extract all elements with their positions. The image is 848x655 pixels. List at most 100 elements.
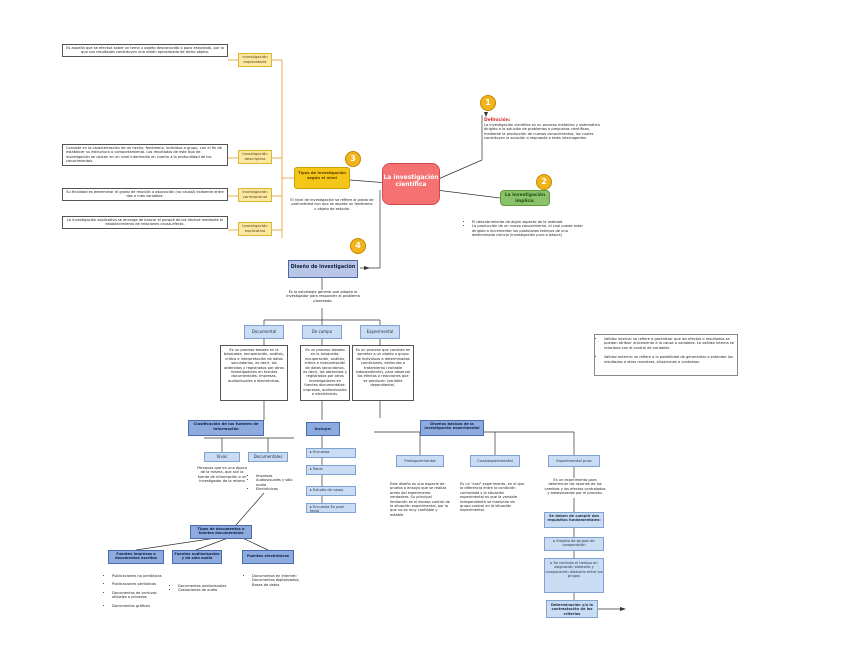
design-documental: Documental [244, 325, 284, 339]
design-experimental-label: Experimental [366, 329, 394, 334]
sources-documental-item: Impresas [256, 474, 300, 478]
descriptive-label: Investigación descriptiva [238, 150, 272, 164]
audiovisual-sources-title: Fuentes audiovisuales y de sólo audio [174, 552, 220, 561]
central-topic-label: La investigación científica [383, 174, 439, 188]
includes-item-label: Panel [312, 467, 323, 471]
equivalence-box: Determinación y/o la contrastación de lo… [546, 600, 598, 618]
descriptive-desc: Consiste en la caracterización de un hec… [62, 144, 228, 166]
types-by-level-title: Tipos de investigación según el nivel [298, 170, 346, 180]
exploratory-desc: Es aquella que se efectúa sobre un tema … [62, 44, 228, 57]
requirements-label: Se deben de cumplir dos requisitos funda… [547, 514, 601, 523]
implies-item: La producción de un nuevo conocimiento, … [472, 224, 586, 237]
badge-2: 2 [536, 174, 552, 190]
validity-item: Validez interna: se refiere a garantizar… [604, 337, 734, 350]
quasi-experimental-label: Cuasiexperimental [477, 458, 513, 463]
implies-item: El descubrimiento de algún aspecto de la… [472, 220, 586, 224]
printed-sources-list: Publicaciones no periódicas Publicacione… [106, 574, 168, 608]
explanatory-label-text: Investigación explicativa [242, 223, 268, 233]
descriptive-label-text: Investigación descriptiva [242, 151, 268, 161]
definition-block: Definición: La investigación científica … [484, 118, 606, 141]
sources-alive-label: Vivas [216, 454, 228, 459]
design-experimental: Experimental [360, 325, 400, 339]
quasi-experimental-desc: Es un "casi" experimento, en el que la d… [460, 482, 525, 513]
definition-title: Definición: [484, 118, 511, 123]
research-design-title: Diseño de investigación [290, 265, 356, 270]
includes-item-4: ▸ Encuesta Ex post facto [306, 503, 356, 513]
pure-experimental-label: Experimental puro [556, 458, 592, 463]
classification-box: Clasificación de las fuentes de informac… [188, 420, 264, 436]
correlational-label: Investigación correlacional [238, 188, 272, 202]
sources-documental-list: Impresas Audiovisuales y sólo audio Elec… [250, 474, 300, 492]
experimental-designs-box: Diseños básicos de la investigación expe… [420, 420, 484, 436]
pure-experimental-box: Experimental puro [548, 455, 600, 467]
sources-documental-item: Electrónicas [256, 487, 300, 491]
types-by-level-desc: El nivel de investigación se refiere al … [290, 198, 374, 211]
document-types-box: Tipos de documentos o fuentes documental… [190, 525, 252, 539]
design-de-campo: De campo [302, 325, 342, 339]
explanatory-label: Investigación explicativa [238, 222, 272, 236]
document-types-title: Tipos de documentos o fuentes documental… [197, 527, 245, 536]
pre-experimental-desc: Este diseño es una especie de prueba o e… [390, 482, 450, 517]
sources-documental: Documentales [248, 452, 288, 462]
includes-item-label: Estudio de casos [312, 488, 344, 492]
requirement-2: ▸ Se controla el tiempo en asignación al… [544, 558, 604, 593]
requirement-label: Empleo de grupos de comparación [556, 539, 595, 548]
research-design-desc: Es la estrategia general que adopta el i… [286, 290, 360, 303]
sources-documental-label: Documentales [253, 454, 283, 459]
pre-experimental-box: Preexperimental [396, 455, 444, 467]
classification-title: Clasificación de las fuentes de informac… [193, 421, 259, 431]
implies-list: El descubrimiento de algún aspecto de la… [466, 220, 586, 238]
implies-title: La investigación implica: [504, 193, 546, 204]
quasi-experimental-box: Cuasiexperimental [470, 455, 520, 467]
pre-experimental-label: Preexperimental [404, 458, 436, 463]
audiovisual-sources-list: Documentos audiovisuales Grabaciones de … [172, 584, 238, 593]
includes-title: Incluye: [314, 426, 332, 431]
includes-item-1: ▸ Encuesta [306, 448, 356, 458]
includes-item-2: ▸ Panel [306, 465, 356, 475]
types-by-level-box: Tipos de investigación según el nivel [294, 167, 350, 189]
implies-box: La investigación implica: [500, 190, 550, 206]
equivalence-label: Determinación y/o la contrastación de lo… [551, 603, 593, 616]
printed-sources-item: Documentos gráficos [112, 604, 168, 608]
includes-item-label: Encuesta Ex post facto [310, 505, 344, 514]
audiovisual-sources-item: Grabaciones de audio [178, 588, 238, 592]
requirement-label: Se controla el tiempo en asignación alea… [545, 561, 603, 579]
sources-documental-item: Audiovisuales y sólo audio [256, 478, 300, 487]
central-topic: La investigación científica [382, 163, 440, 205]
experimental-desc: Es un proceso que consiste en someter a … [352, 345, 414, 401]
requirement-1: ▸ Empleo de grupos de comparación [544, 537, 604, 551]
printed-sources-item: Documentos de archivos oficiales o priva… [112, 591, 168, 600]
explanatory-desc: La investigación explicativa se encarga … [62, 216, 228, 229]
printed-sources-item: Publicaciones no periódicas [112, 574, 168, 578]
validity-item: Validez externa: se refiere a la posibil… [604, 355, 734, 364]
requirements-box: Se deben de cumplir dos requisitos funda… [544, 512, 604, 528]
printed-sources-title: Fuentes impresas o documentos escritos [114, 552, 158, 561]
audiovisual-sources-box: Fuentes audiovisuales y de sólo audio [172, 550, 222, 564]
design-documental-label: Documental [251, 329, 277, 334]
pure-experimental-desc: Es un experimento para determinar las ra… [544, 478, 606, 496]
sources-alive: Vivas [204, 452, 240, 462]
experimental-designs-title: Diseños básicos de la investigación expe… [424, 422, 480, 431]
electronic-sources-list: Documentos en Internet: Documentos digit… [246, 574, 308, 587]
audiovisual-sources-item: Documentos audiovisuales [178, 584, 238, 588]
printed-sources-item: Publicaciones periódicas [112, 582, 168, 586]
includes-box: Incluye: [306, 422, 340, 436]
research-design-box: Diseño de investigación [288, 260, 358, 278]
printed-sources-box: Fuentes impresas o documentos escritos [108, 550, 164, 564]
design-de-campo-label: De campo [311, 329, 333, 334]
campo-desc: Es un proceso basado en la búsqueda, rec… [300, 345, 350, 401]
validity-box: Validez interna: se refiere a garantizar… [594, 334, 738, 376]
badge-1: 1 [480, 95, 496, 111]
includes-item-label: Encuesta [312, 450, 330, 454]
documental-desc: Es un proceso basado en la búsqueda, rec… [220, 345, 288, 401]
exploratory-label-text: Investigación exploratoria [242, 54, 268, 64]
includes-item-3: ▸ Estudio de casos [306, 486, 356, 496]
correlational-desc: Su finalidad es determinar el grado de r… [62, 188, 228, 201]
sources-alive-desc: Personas que en una época de la misma, q… [197, 466, 247, 484]
electronic-sources-box: Fuentes electrónicas [242, 550, 294, 564]
badge-4: 4 [350, 238, 366, 254]
exploratory-label: Investigación exploratoria [238, 53, 272, 67]
correlational-label-text: Investigación correlacional [242, 189, 268, 199]
definition-text: La investigación científica es un proces… [484, 123, 600, 141]
